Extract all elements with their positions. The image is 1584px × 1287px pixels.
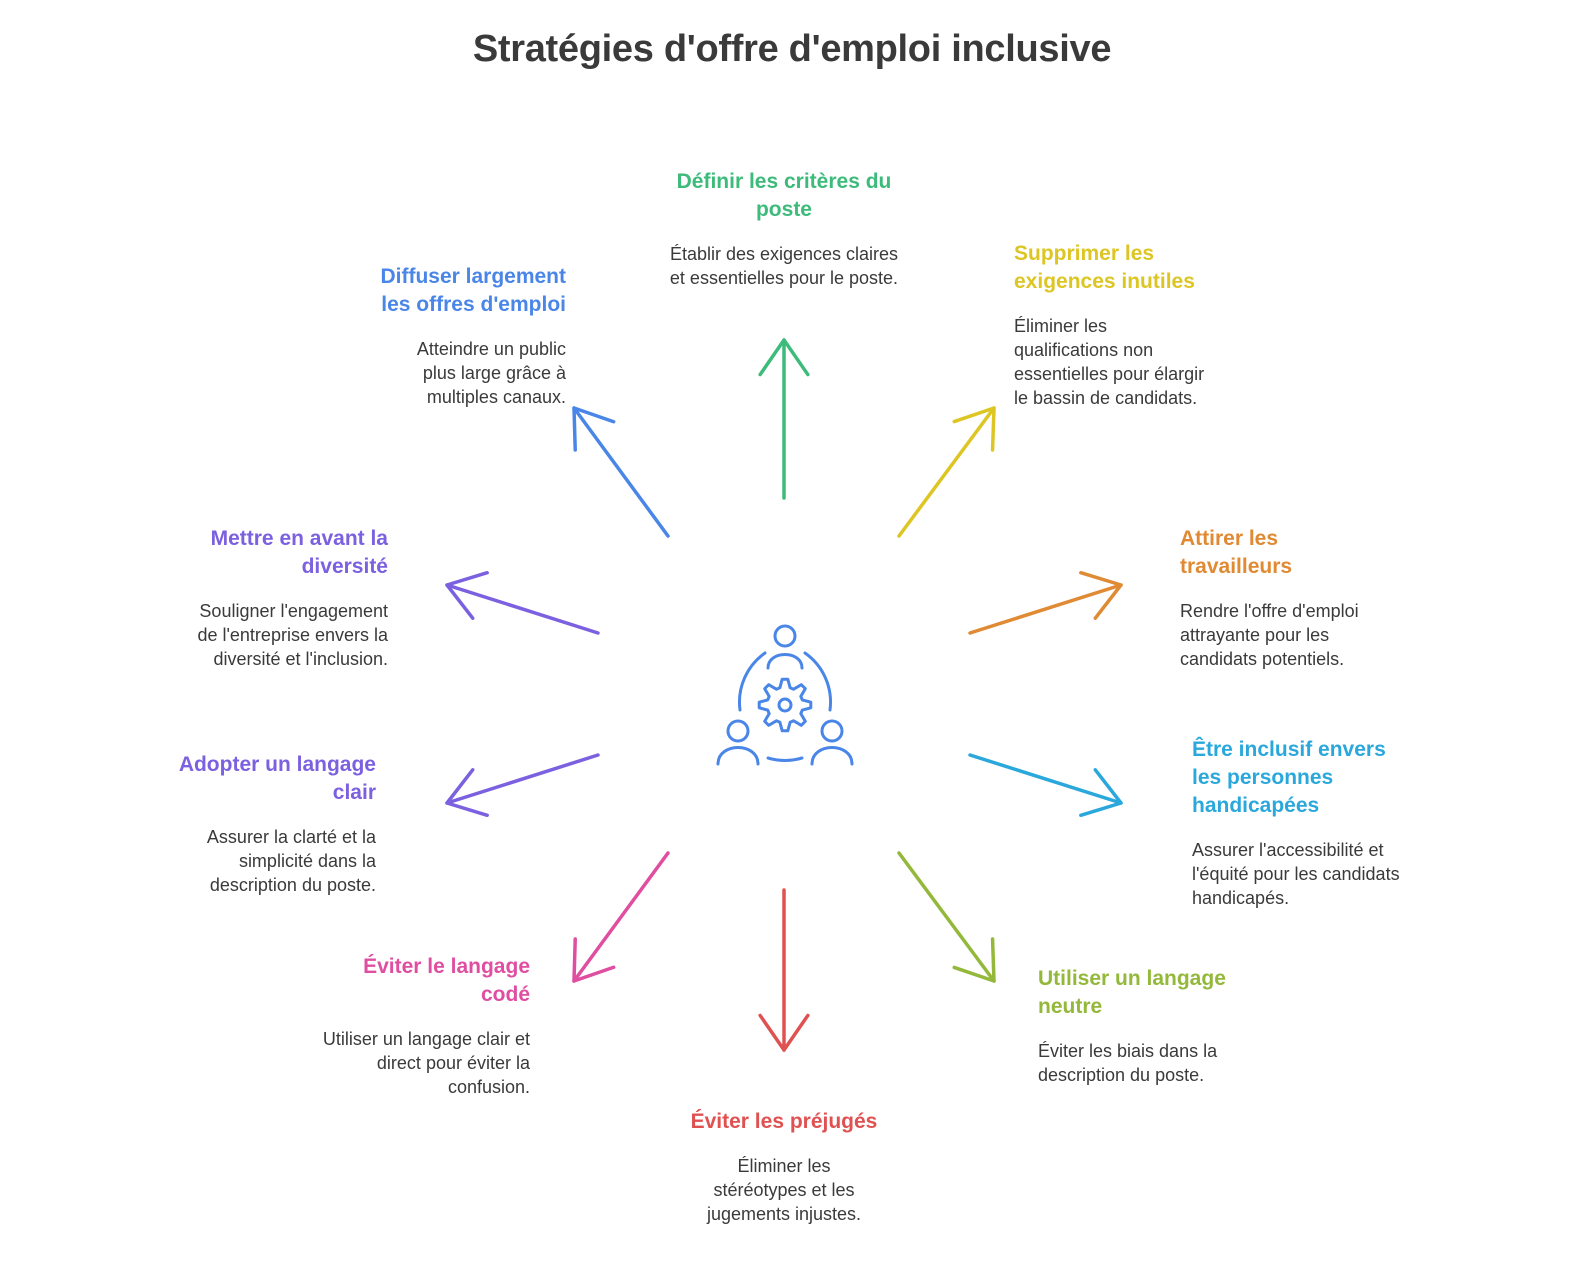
node-heading: Éviter le langage codé xyxy=(363,955,530,1006)
arrow-head xyxy=(1079,768,1123,818)
arrow-shaft xyxy=(572,406,670,538)
arrow-shaft xyxy=(897,406,996,538)
node-description: Établir des exigences claires et essenti… xyxy=(669,244,899,288)
gear-icon xyxy=(757,677,813,733)
node-description: Utiliser un langage clair et direct pour… xyxy=(322,1029,530,1097)
node-description: Atteindre un public plus large grâce à m… xyxy=(416,339,566,407)
arrow-criteres xyxy=(758,338,810,500)
node-heading: Adopter un langage clair xyxy=(178,753,376,804)
arrow-head xyxy=(758,1013,810,1052)
arrow-code xyxy=(572,851,670,983)
node-description: Éliminer les qualifications non essentie… xyxy=(1014,316,1205,408)
cycle-arc-right xyxy=(803,651,832,712)
cycle-arc-left xyxy=(738,651,767,712)
node-eviter-prejuges: Éviter les préjugés Éliminer les stéréot… xyxy=(664,1108,904,1226)
arrow-shaft xyxy=(445,753,600,805)
page-title: Stratégies d'offre d'emploi inclusive xyxy=(472,28,1112,70)
node-diffuser-offres: Diffuser largement les offres d'emploi A… xyxy=(352,263,566,409)
arrow-head xyxy=(572,406,616,452)
arrow-clair xyxy=(445,753,600,818)
node-heading: Diffuser largement les offres d'emploi xyxy=(380,265,566,316)
node-heading: Attirer les travailleurs xyxy=(1180,527,1293,578)
node-heading: Être inclusif envers les personnes handi… xyxy=(1192,738,1386,817)
node-definir-criteres: Définir les critères du poste Établir de… xyxy=(668,168,900,290)
arrow-head xyxy=(445,768,489,818)
node-heading: Définir les critères du poste xyxy=(676,170,892,221)
node-description: Éviter les biais dans la description du … xyxy=(1038,1041,1218,1085)
node-heading: Mettre en avant la diversité xyxy=(210,527,388,578)
person-body-top xyxy=(766,653,804,670)
arrow-head xyxy=(952,406,996,452)
arrow-neutre xyxy=(897,851,996,983)
team-collaboration-gear-icon xyxy=(716,624,854,766)
node-eviter-langage-code: Éviter le langage codé Utiliser un langa… xyxy=(320,953,530,1099)
node-description: Souligner l'engagement de l'entreprise e… xyxy=(197,601,388,669)
arrow-supprimer xyxy=(897,406,996,538)
arrow-head xyxy=(445,570,489,620)
node-description: Assurer la clarté et la simplicité dans … xyxy=(206,827,376,895)
person-body-left xyxy=(716,746,760,766)
node-heading: Éviter les préjugés xyxy=(690,1110,878,1133)
gear-outline xyxy=(757,677,813,733)
node-attirer-travailleurs: Attirer les travailleurs Rendre l'offre … xyxy=(1180,525,1390,671)
arrow-shaft xyxy=(572,851,670,983)
arrow-shaft xyxy=(968,583,1123,635)
node-description: Rendre l'offre d'emploi attrayante pour … xyxy=(1180,601,1359,669)
arrow-attirer xyxy=(968,570,1123,635)
arrow-head xyxy=(758,338,810,377)
arrow-prejuges xyxy=(758,888,810,1052)
arrow-head xyxy=(572,937,616,983)
person-head-left xyxy=(726,719,750,743)
arrow-shaft xyxy=(968,753,1123,805)
person-head-top xyxy=(773,624,797,648)
cycle-arc-bottom xyxy=(766,756,804,762)
node-description: Éliminer les stéréotypes et les jugement… xyxy=(706,1156,862,1224)
arrow-diffuser xyxy=(572,406,670,538)
node-description: Assurer l'accessibilité et l'équité pour… xyxy=(1192,840,1400,908)
arrow-shaft xyxy=(897,851,996,983)
person-body-right xyxy=(810,746,854,766)
gear-hub xyxy=(777,697,793,713)
node-heading: Utiliser un langage neutre xyxy=(1038,967,1226,1018)
node-langage-neutre: Utiliser un langage neutre Éviter les bi… xyxy=(1038,965,1238,1087)
person-head-right xyxy=(820,719,844,743)
node-heading: Supprimer les exigences inutiles xyxy=(1014,242,1195,293)
arrow-layer xyxy=(445,338,1123,1052)
node-etre-inclusif: Être inclusif envers les personnes handi… xyxy=(1192,736,1407,910)
arrow-head xyxy=(952,937,996,983)
node-langage-clair: Adopter un langage clair Assurer la clar… xyxy=(170,751,376,897)
node-supprimer-exigences: Supprimer les exigences inutiles Élimine… xyxy=(1014,240,1214,410)
arrow-diversite xyxy=(445,570,600,635)
arrow-shaft xyxy=(445,583,600,635)
arrow-inclusif xyxy=(968,753,1123,818)
node-mettre-diversite: Mettre en avant la diversité Souligner l… xyxy=(178,525,388,671)
arrow-head xyxy=(1079,570,1123,620)
